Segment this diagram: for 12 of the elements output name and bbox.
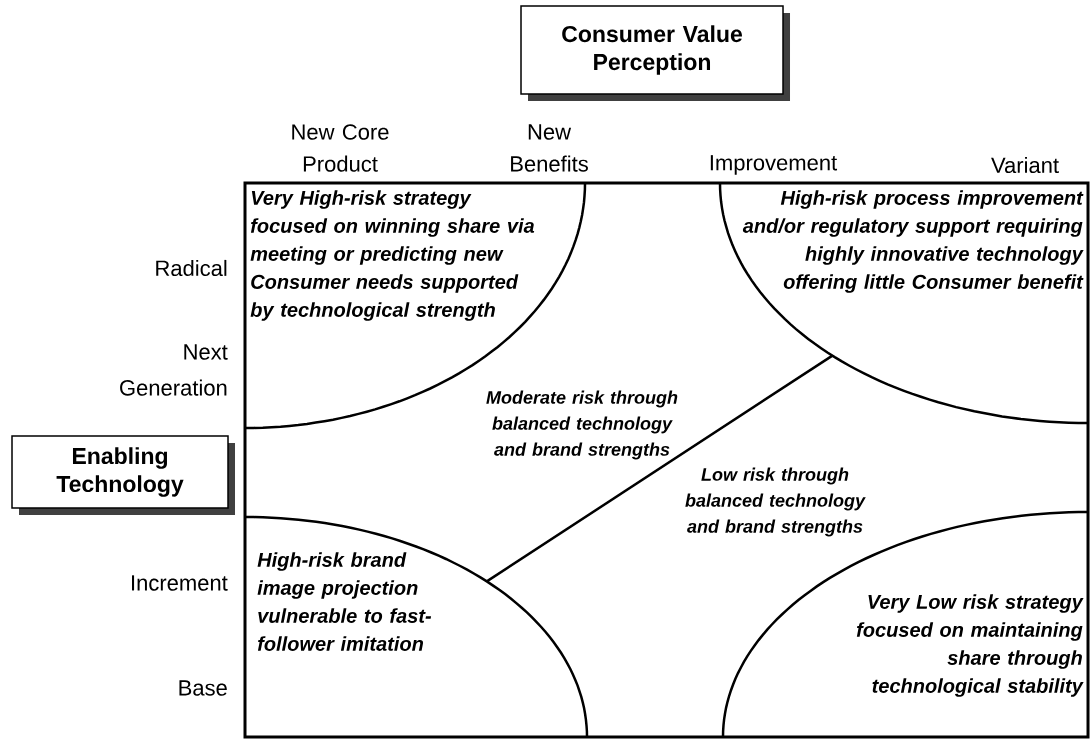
row-heading: Next Generation [120,344,228,396]
divider-line [486,354,834,583]
risk-region: High-risk brand image projection vulnerable to fast-follower imitation [245,515,589,738]
heading-box: Consumer Value Perception [520,5,790,101]
heading-box: Enabling Technology [11,435,235,515]
risk-region: High-risk process improvement and/or regulatory support requiring highly innovative technology offering little Consumer benefit [718,183,1089,425]
row-heading: Increment [132,575,228,591]
column-heading: Improvement [710,155,838,175]
risk-description: Moderate risk through balanced technology and brand strengths [486,390,678,460]
column-heading: New Benefits [511,124,588,172]
risk-description: Low risk through balanced technology and brand strengths [685,467,866,537]
matrix-frame [243,181,1090,739]
